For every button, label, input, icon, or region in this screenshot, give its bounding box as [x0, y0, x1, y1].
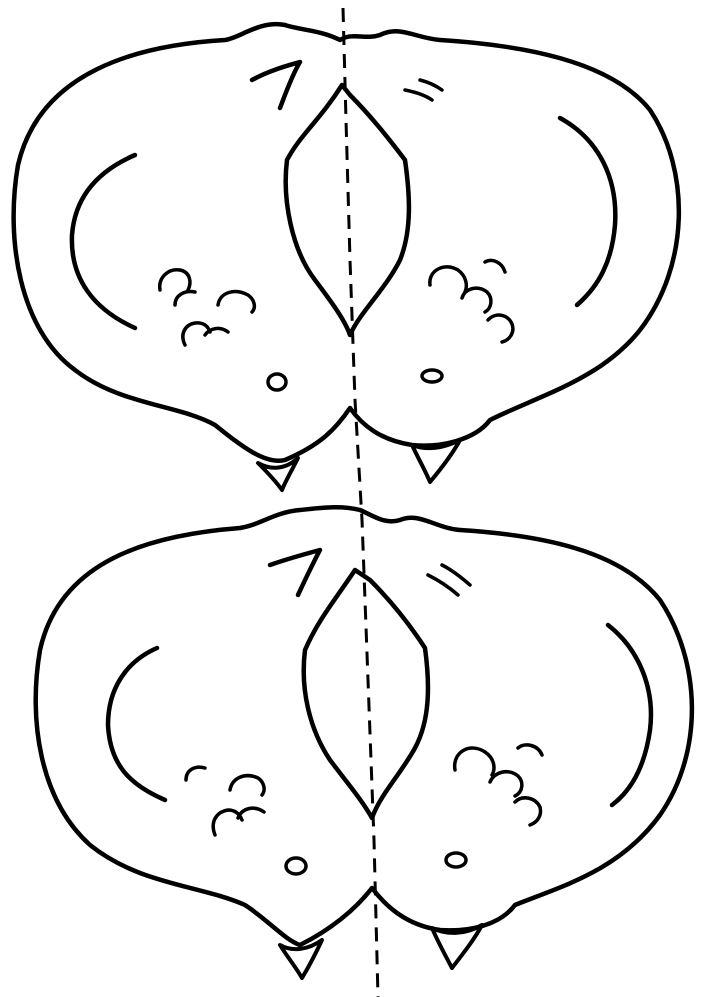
- upper-brain-section: [14, 24, 679, 490]
- lower-brain-section: [36, 507, 692, 978]
- upper-left-arch: [72, 155, 135, 328]
- upper-right-arch: [560, 118, 615, 305]
- lower-right-curls: [455, 745, 542, 825]
- upper-left-oval: [268, 374, 286, 390]
- lower-left-curls: [186, 767, 264, 835]
- lower-left-oval: [286, 858, 306, 874]
- upper-right-tooth: [412, 440, 460, 482]
- upper-right-curls: [430, 260, 513, 342]
- upper-ventricle: [286, 85, 409, 335]
- lower-right-oval: [446, 853, 466, 867]
- lower-left-chevron: [270, 550, 320, 595]
- upper-right-oval: [422, 370, 442, 382]
- lower-right-arch: [608, 625, 651, 805]
- lower-left-arch: [108, 648, 165, 800]
- upper-left-chevron: [252, 62, 300, 108]
- lower-right-ticks: [428, 565, 470, 595]
- lower-right-tooth: [432, 925, 482, 968]
- upper-left-curls: [160, 270, 255, 345]
- dashed-midline: [343, 8, 378, 997]
- upper-right-ticks: [405, 80, 442, 100]
